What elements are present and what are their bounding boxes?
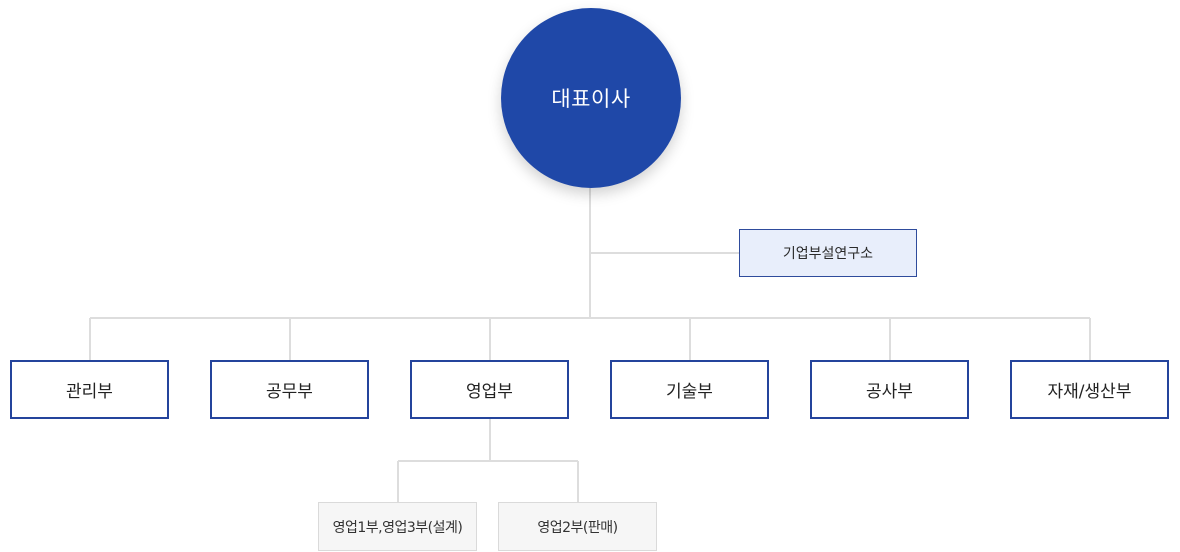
department-label: 공사부 [866,382,913,402]
research-lab-label: 기업부설연구소 [782,246,874,262]
department-label: 관리부 [66,382,113,402]
department-label: 영업부 [466,382,513,402]
ceo-label: 대표이사 [551,87,631,111]
subunit-label: 영업1부,영업3부(설계) [332,519,463,536]
department-label: 공무부 [266,382,313,402]
department-node-management: 관리부 [10,360,169,419]
department-node-sales: 영업부 [410,360,569,419]
department-node-technology: 기술부 [610,360,769,419]
department-node-construction: 공사부 [810,360,969,419]
ceo-node: 대표이사 [501,8,681,188]
sales-subunit-2-node: 영업2부(판매) [498,502,657,551]
department-node-engineering-works: 공무부 [210,360,369,419]
department-label: 기술부 [666,382,713,402]
department-node-materials-production: 자재/생산부 [1010,360,1169,419]
department-label: 자재/생산부 [1047,382,1132,402]
sales-subunit-1-3-node: 영업1부,영업3부(설계) [318,502,477,551]
subunit-label: 영업2부(판매) [537,519,618,536]
research-lab-node: 기업부설연구소 [739,229,917,277]
